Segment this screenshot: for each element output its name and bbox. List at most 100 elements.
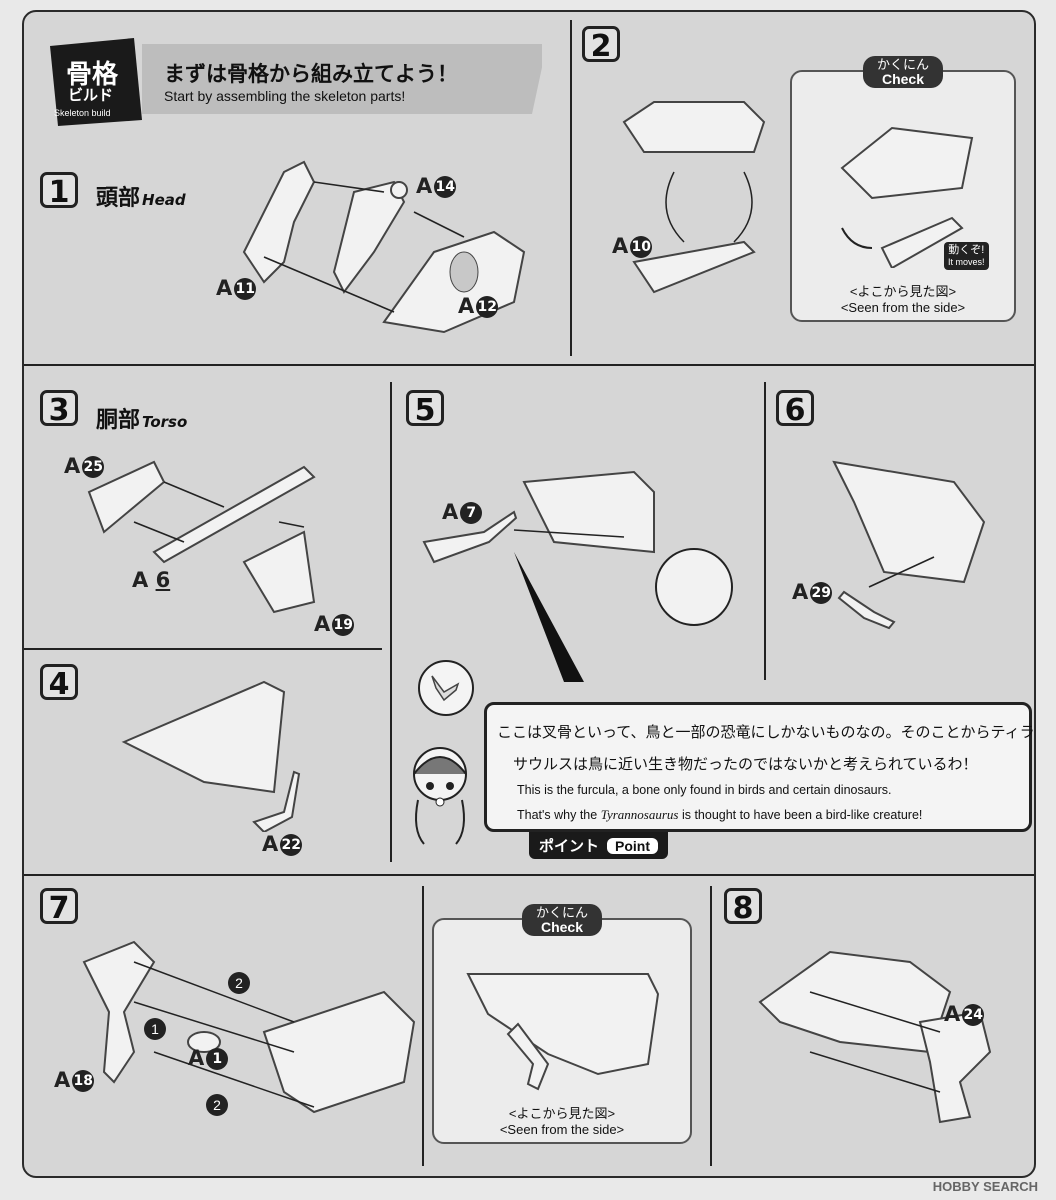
jaw-link-line xyxy=(665,171,753,243)
step-8-diagram xyxy=(758,950,992,1124)
body-assembly-8 xyxy=(758,950,952,1054)
step-5-number: 5 xyxy=(406,390,444,428)
step-3-title-en: Torso xyxy=(142,413,188,431)
divider-mid xyxy=(24,874,1034,876)
check-skeleton-body xyxy=(466,973,660,1076)
spine-ribs xyxy=(121,680,286,794)
header-background xyxy=(50,38,542,126)
step-7-check-diagram xyxy=(466,973,660,1091)
arrow-8a xyxy=(809,991,941,1033)
header-title-en: Start by assembling the skeleton parts! xyxy=(164,88,406,104)
it-moves-badge: 動くぞ! It moves! xyxy=(944,242,989,270)
step-1-title-en: Head xyxy=(142,191,186,209)
step-8-number: 8 xyxy=(724,888,762,926)
marker-1: 1 xyxy=(142,1018,166,1041)
zoom-pointer xyxy=(514,552,584,682)
step-1-diagram xyxy=(242,160,526,334)
skull-upper xyxy=(622,101,766,153)
check-skeleton-leg xyxy=(506,1022,550,1091)
point-jp-line-2: サウルスは鳥に近い生き物だったのではないかと考えられているわ！ xyxy=(513,756,978,773)
arrow-7c xyxy=(153,1051,315,1108)
skull-center-part xyxy=(332,180,406,294)
hip-joint xyxy=(187,1031,221,1053)
jaw-lower xyxy=(632,240,756,294)
step-1-number: 1 xyxy=(40,172,78,210)
arrow-3a xyxy=(163,481,225,508)
point-callout: ここは叉骨といって、鳥と一部の恐竜にしかないものなの。そのことからティラノ サウ… xyxy=(484,702,1034,832)
point-jp-line-1: ここは叉骨といって、鳥と一部の恐竜にしかないものなの。そのことからティラノ xyxy=(497,724,1036,741)
spine-segment xyxy=(152,465,316,564)
step-4-number: 4 xyxy=(40,664,78,702)
point-en-line-2: That's why the Tyrannosaurus is thought … xyxy=(517,807,923,822)
step-6-diagram xyxy=(832,460,986,630)
step-3-number: 3 xyxy=(40,390,78,428)
step-2-diagram xyxy=(622,101,766,294)
zoom-circle xyxy=(655,548,733,626)
step-3-title-jp: 胴部 xyxy=(96,408,141,433)
divider-v2 xyxy=(390,382,392,862)
divider-left xyxy=(24,648,382,650)
badge-sub: ビルド xyxy=(68,86,114,104)
arrow-3 xyxy=(263,256,395,313)
arrow-3b xyxy=(133,521,185,543)
skeleton-build-header: 骨格 ビルド Skeleton build まずは骨格から組み立てよう！ Sta… xyxy=(42,34,542,132)
furcula xyxy=(422,510,518,564)
divider-top xyxy=(24,364,1034,366)
divider-v3 xyxy=(764,382,766,680)
furcula-part xyxy=(252,770,301,832)
arrow-8b xyxy=(809,1051,941,1093)
arrow-3c xyxy=(278,521,305,528)
skull-left-half xyxy=(242,160,316,284)
arrow-1 xyxy=(313,181,385,193)
skull-pin xyxy=(390,181,408,199)
watermark: HOBBY SEARCH xyxy=(932,1179,1038,1194)
point-en-line-1: This is the furcula, a bone only found i… xyxy=(517,783,892,797)
step-3-part-a6: A 6 xyxy=(132,568,171,592)
arrow-5 xyxy=(513,529,625,538)
step-2-caption: <よこから見た図> <Seen from the side> xyxy=(840,284,966,315)
point-furcula-icon xyxy=(418,660,474,716)
step-7-caption: <よこから見た図> <Seen from the side> xyxy=(499,1106,625,1137)
step-4-diagram xyxy=(121,680,301,832)
header-title-jp: まずは骨格から組み立てよう！ xyxy=(164,63,458,86)
arrow-7a xyxy=(133,961,295,1023)
arrow-6 xyxy=(868,556,935,588)
instruction-sheet: 骨格 ビルド Skeleton build まずは骨格から組み立てよう！ Sta… xyxy=(22,10,1036,1178)
torso-assembly-6 xyxy=(832,460,986,584)
furcula-6 xyxy=(837,590,896,630)
point-character-drawing xyxy=(413,747,467,845)
step-5-diagram xyxy=(422,470,733,682)
check-skull-upper xyxy=(840,126,974,200)
step-2-number: 2 xyxy=(582,26,620,64)
step-7-diagram xyxy=(82,940,416,1114)
step-2-check-diagram xyxy=(840,126,974,268)
move-arrow xyxy=(841,227,873,249)
point-character xyxy=(408,740,472,850)
check-jaw xyxy=(880,216,964,268)
step-6-number: 6 xyxy=(776,390,814,428)
arrow-2 xyxy=(413,211,465,238)
divider-v5 xyxy=(710,886,712,1166)
divider-v4 xyxy=(422,886,424,1166)
badge-title: 骨格 xyxy=(66,60,119,90)
divider-v1 xyxy=(570,20,572,356)
step-3-diagram xyxy=(87,460,316,614)
